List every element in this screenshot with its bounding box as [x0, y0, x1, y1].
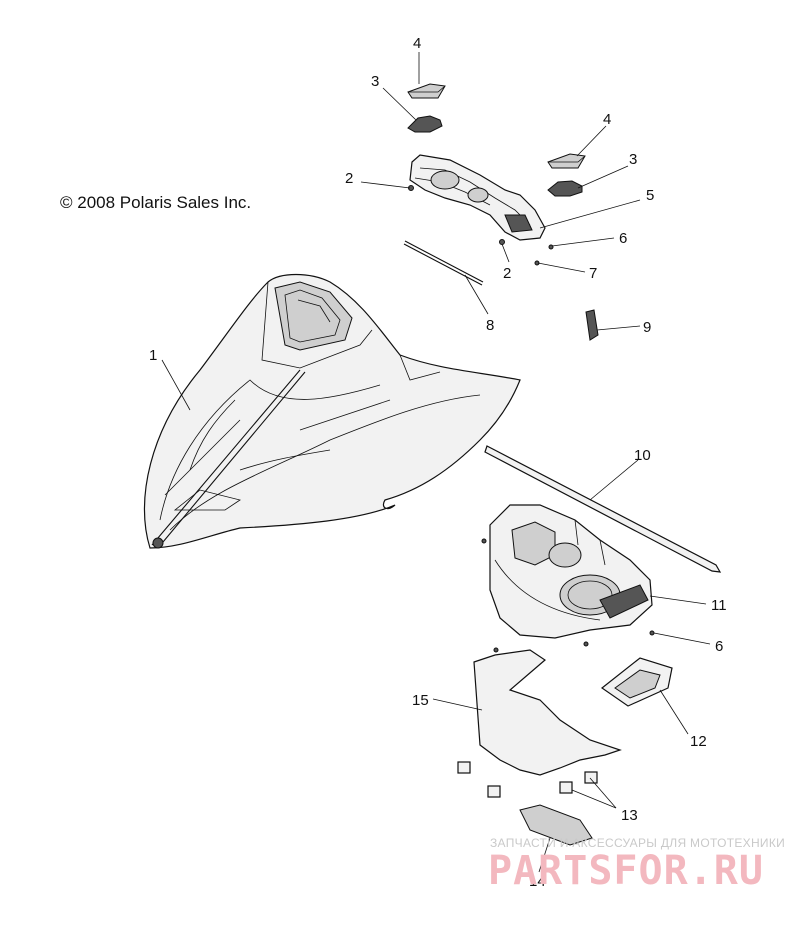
callout-6-top: 6: [619, 230, 627, 247]
callout-4-top: 4: [413, 35, 421, 52]
seal-strip-10: [484, 445, 722, 573]
callout-8: 8: [486, 317, 494, 334]
screw-6b: [649, 630, 655, 636]
pad-13c: [559, 781, 573, 794]
pad-13b: [487, 785, 501, 798]
callout-2-bottom: 2: [503, 265, 511, 282]
pad-13d: [584, 771, 598, 784]
foam-block-14: [519, 804, 593, 846]
hood-part: [143, 273, 521, 549]
callout-5: 5: [646, 187, 654, 204]
callout-1: 1: [149, 347, 157, 364]
callout-6-bottom: 6: [715, 638, 723, 655]
callout-12: 12: [690, 733, 707, 750]
pad-13a: [457, 761, 471, 774]
watermark-brand: PARTSFOR.RU: [488, 848, 764, 894]
copyright-notice: © 2008 Polaris Sales Inc.: [60, 193, 252, 212]
callout-4-right: 4: [603, 111, 611, 128]
callout-14: 14: [529, 873, 546, 890]
callout-15: 15: [412, 692, 429, 709]
screw-2b: [499, 239, 505, 245]
trim-strip-8: [404, 240, 484, 283]
insulation-pad-15: [473, 649, 622, 776]
callout-3-right: 3: [629, 151, 637, 168]
trim-strip-8-edge: [403, 243, 483, 286]
screw-11a: [481, 538, 487, 544]
cap-part-right: [547, 153, 586, 169]
cap-part-top: [407, 83, 446, 99]
leader-lines: [161, 52, 711, 873]
callout-13: 13: [621, 807, 638, 824]
bracket-part: [409, 154, 546, 241]
screw-11c: [583, 641, 589, 647]
clip-part-top: [407, 115, 443, 133]
clip-part-9: [585, 309, 599, 341]
clip-part-right: [547, 180, 583, 197]
housing-part-11: [489, 504, 653, 639]
callout-11: 11: [711, 597, 727, 614]
callout-7: 7: [589, 265, 597, 282]
screw-11b: [493, 647, 499, 653]
gasket-part-12: [600, 657, 673, 707]
watermark-tagline: ЗАПЧАСТИ И АКСЕССУАРЫ ДЛЯ МОТОТЕХНИКИ: [490, 836, 786, 850]
callout-10: 10: [634, 447, 651, 464]
callout-2-left: 2: [345, 170, 353, 187]
callout-3-top: 3: [371, 73, 379, 90]
callout-9: 9: [643, 319, 651, 336]
